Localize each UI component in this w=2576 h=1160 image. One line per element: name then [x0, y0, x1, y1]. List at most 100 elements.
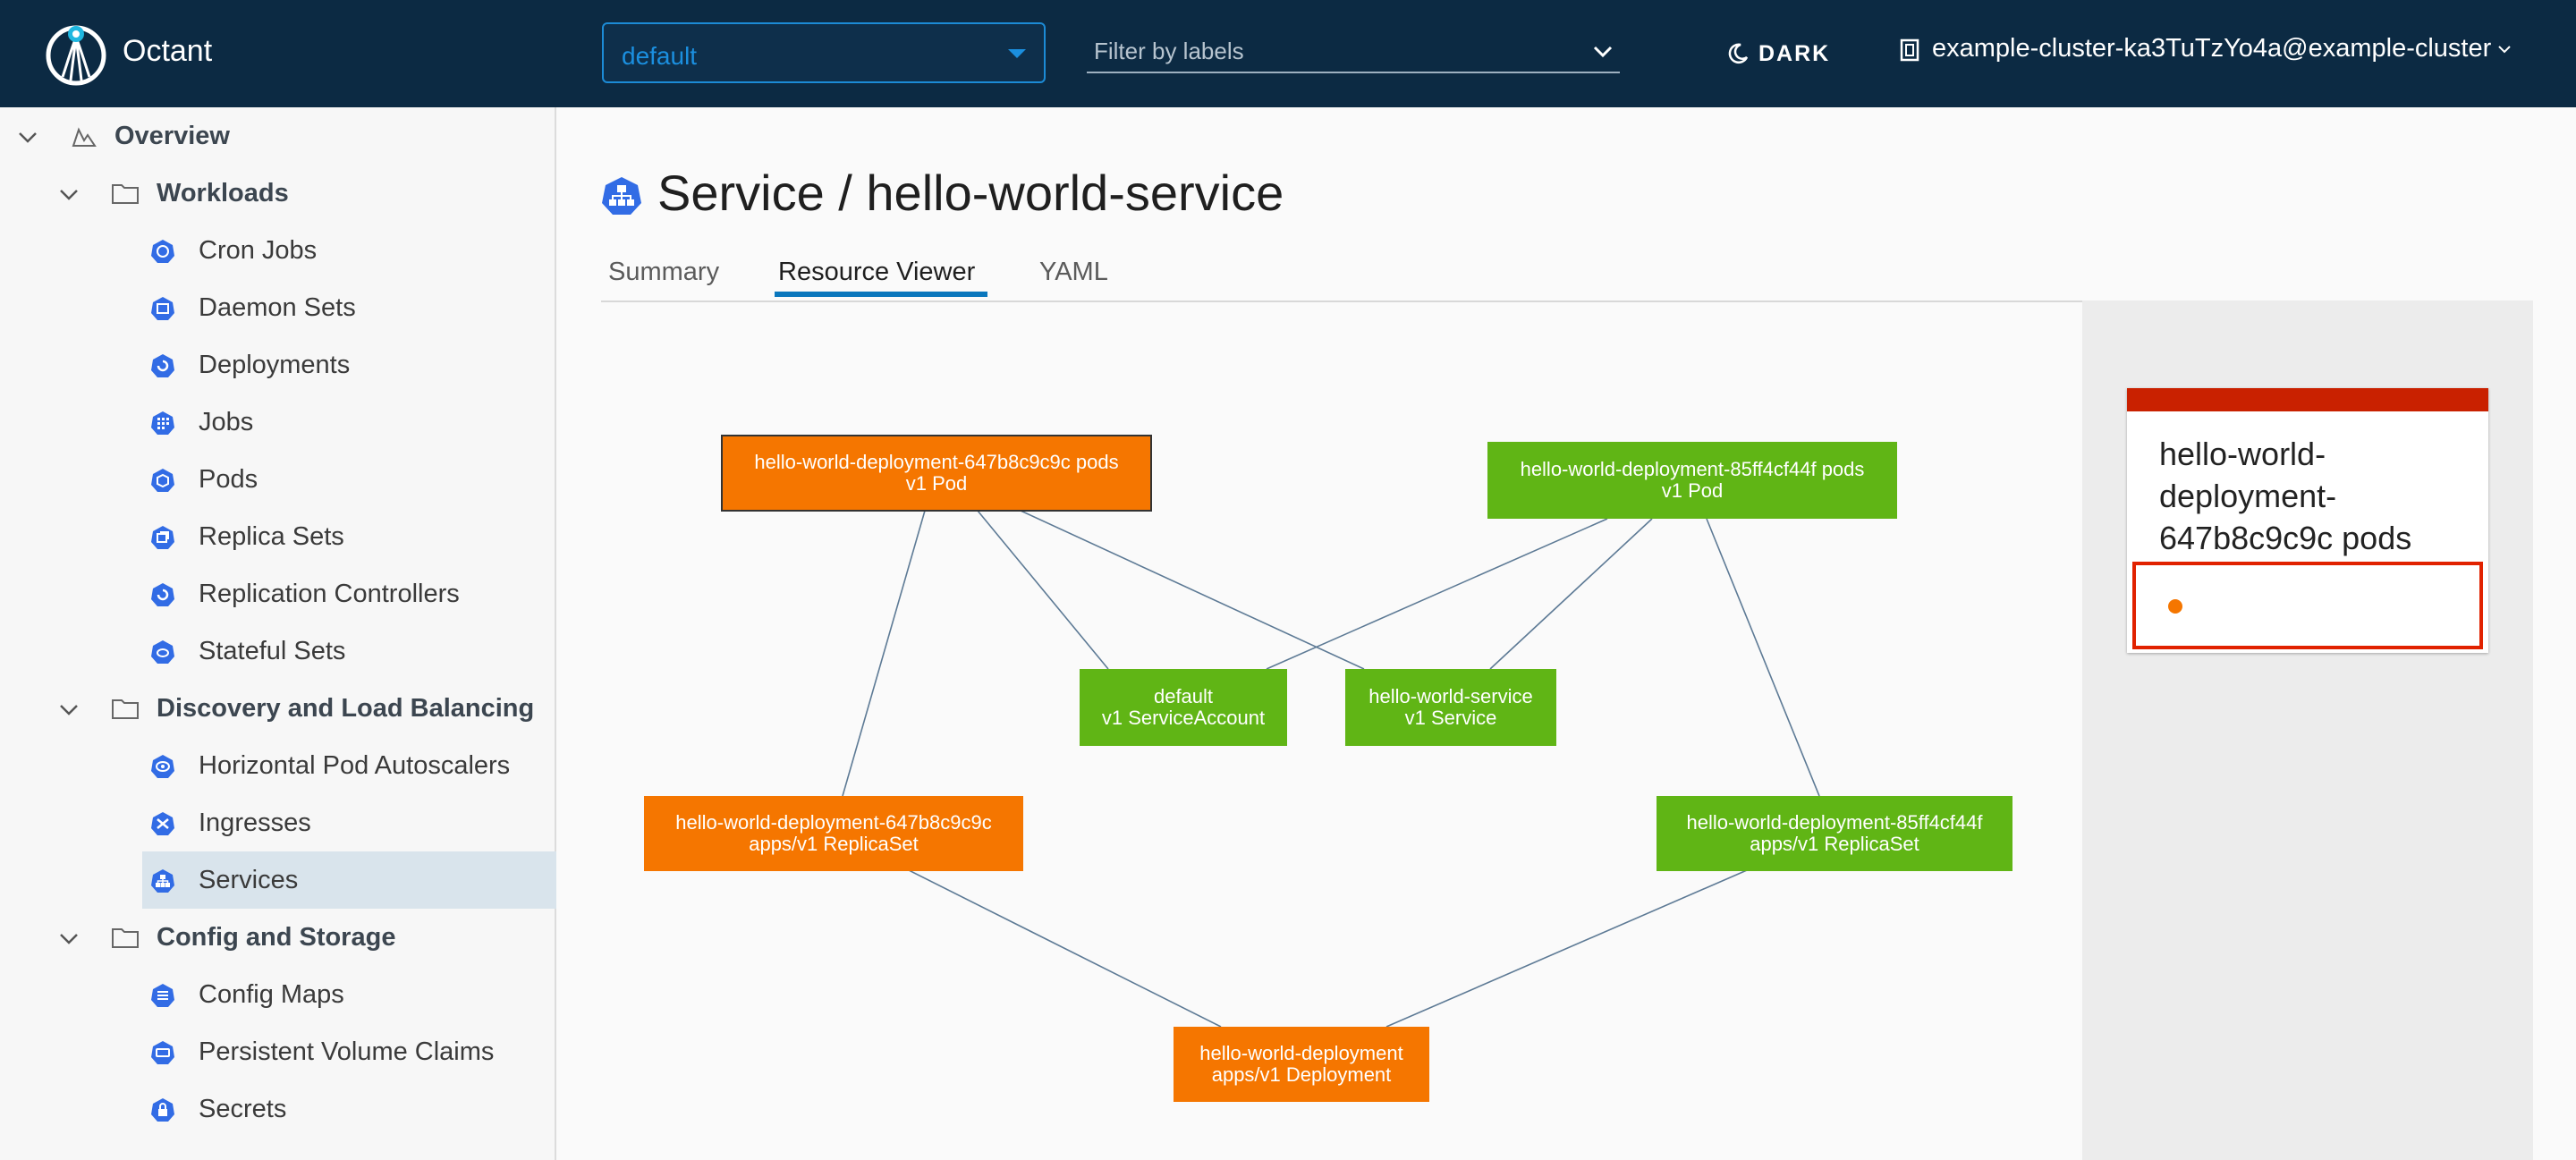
sidebar-item-label: Daemon Sets [199, 293, 356, 322]
deployment-icon [151, 354, 174, 377]
sidebar-item-label: Replica Sets [199, 522, 344, 551]
edge-pod2-sa [1266, 518, 1608, 670]
sidebar-group-config-storage[interactable]: Config and Storage [0, 909, 555, 966]
node-kind: v1 ServiceAccount [1101, 707, 1266, 729]
node-kind: apps/v1 Deployment [1211, 1063, 1392, 1086]
tab-resource-viewer[interactable]: Resource Viewer [778, 258, 976, 286]
daemonset-icon [151, 297, 174, 320]
chevron-down-icon[interactable] [1589, 38, 1616, 64]
node-kind: apps/v1 ReplicaSet [1750, 833, 1919, 855]
sidebar-item-pvc[interactable]: Persistent Volume Claims [0, 1023, 555, 1080]
label-filter-input[interactable]: Filter by labels [1087, 30, 1620, 73]
graph-edges [842, 510, 1820, 1028]
edge-rs1-dep [908, 869, 1222, 1028]
node-name: hello-world-deployment-647b8c9c9c [675, 811, 992, 834]
app-title: Octant [123, 34, 213, 68]
sidebar-item-services[interactable]: Services [142, 851, 556, 909]
tab-bar: Summary Resource Viewer YAML [601, 250, 2533, 302]
graph-node-replicaset-647b8c9c9c[interactable]: hello-world-deployment-647b8c9c9c apps/v… [644, 796, 1023, 871]
pod-status-list[interactable] [2132, 562, 2483, 649]
chevron-down-icon[interactable] [18, 127, 38, 147]
sidebar-item-stateful-sets[interactable]: Stateful Sets [0, 622, 555, 680]
graph-node-service[interactable]: hello-world-service v1 Service [1345, 669, 1556, 746]
node-name: default [1153, 685, 1214, 707]
sidebar-item-cron-jobs[interactable]: Cron Jobs [0, 222, 555, 279]
service-icon [151, 869, 174, 893]
edge-pod1-svc [1020, 510, 1365, 670]
pvc-icon [151, 1041, 174, 1064]
theme-toggle-button[interactable]: DARK [1726, 36, 1830, 72]
sidebar-group-label: Config and Storage [157, 923, 396, 952]
sidebar-item-pods[interactable]: Pods [0, 451, 555, 508]
sidebar-item-replication-controllers[interactable]: Replication Controllers [0, 565, 555, 622]
graph-node-replicaset-85ff4cf44f[interactable]: hello-world-deployment-85ff4cf44f apps/v… [1657, 796, 2012, 871]
sidebar-item-hpa[interactable]: Horizontal Pod Autoscalers [0, 737, 555, 794]
chevron-down-icon[interactable] [59, 184, 79, 204]
edge-pod2-rs2 [1706, 518, 1820, 797]
sidebar-item-label: Overview [114, 122, 230, 150]
resource-graph[interactable]: hello-world-deployment-647b8c9c9c pods v… [601, 301, 2082, 1160]
sidebar-item-overview[interactable]: Overview [0, 107, 555, 165]
selected-resource-name: hello-world-deployment-647b8c9c9c pods [2159, 436, 2412, 556]
theme-label: DARK [1758, 40, 1831, 66]
sidebar-item-label: Persistent Volume Claims [199, 1037, 495, 1066]
sidebar-item-label: Replication Controllers [199, 580, 460, 608]
node-name: hello-world-service [1368, 685, 1533, 707]
tab-summary[interactable]: Summary [608, 258, 720, 286]
selected-resource-card[interactable]: hello-world-deployment-647b8c9c9c pods [2127, 388, 2488, 653]
configmap-icon [151, 984, 174, 1007]
sidebar-item-label: Services [199, 866, 299, 894]
pod-icon [151, 469, 174, 492]
node-kind: v1 Pod [905, 472, 968, 495]
sidebar-item-label: Horizontal Pod Autoscalers [199, 751, 511, 780]
sidebar-item-daemon-sets[interactable]: Daemon Sets [0, 279, 555, 336]
sidebar-item-jobs[interactable]: Jobs [0, 394, 555, 451]
sidebar-group-label: Discovery and Load Balancing [157, 694, 535, 723]
sidebar-item-label: Cron Jobs [199, 236, 318, 265]
node-name: hello-world-deployment [1199, 1042, 1403, 1064]
graph-node-deployment[interactable]: hello-world-deployment apps/v1 Deploymen… [1174, 1027, 1429, 1102]
namespace-select[interactable]: default [602, 22, 1046, 83]
graph-node-serviceaccount[interactable]: default v1 ServiceAccount [1080, 669, 1287, 746]
card-status-bar [2127, 388, 2488, 411]
node-name: hello-world-deployment-647b8c9c9c pods [754, 451, 1119, 473]
cluster-selector[interactable]: example-cluster-ka3TuTzYo4a@example-clus… [1898, 34, 2512, 64]
moon-icon [1728, 43, 1749, 64]
sidebar-item-config-maps[interactable]: Config Maps [0, 966, 555, 1023]
node-kind: v1 Pod [1661, 479, 1724, 502]
folder-icon [112, 699, 139, 719]
sidebar-item-label: Config Maps [199, 980, 344, 1009]
hpa-icon [151, 755, 174, 778]
octant-logo-icon[interactable] [45, 21, 107, 86]
replicaset-icon [151, 526, 174, 549]
pod-status-dot[interactable] [2168, 599, 2182, 614]
cluster-icon [1900, 38, 1919, 61]
job-icon [151, 411, 174, 435]
node-kind: v1 Service [1404, 707, 1497, 729]
sidebar-group-workloads[interactable]: Workloads [0, 165, 555, 222]
edge-rs2-dep [1385, 869, 1748, 1028]
edge-pod2-svc [1489, 518, 1653, 670]
graph-node-pods-85ff4cf44f[interactable]: hello-world-deployment-85ff4cf44f pods v… [1487, 442, 1897, 519]
sidebar-item-secrets[interactable]: Secrets [0, 1080, 555, 1138]
chevron-down-icon[interactable] [59, 928, 79, 948]
service-icon [602, 177, 641, 215]
namespace-value: default [622, 42, 698, 70]
chevron-down-icon [2498, 45, 2511, 53]
sidebar-item-label: Jobs [199, 408, 254, 436]
sidebar-item-deployments[interactable]: Deployments [0, 336, 555, 394]
sidebar-item-ingresses[interactable]: Ingresses [0, 794, 555, 851]
top-bar: Octant default Filter by labels DARK exa… [0, 0, 2576, 107]
label-filter-placeholder: Filter by labels [1094, 38, 1244, 64]
edge-pod1-sa [977, 510, 1109, 670]
tab-yaml[interactable]: YAML [1039, 258, 1108, 286]
sidebar-item-replica-sets[interactable]: Replica Sets [0, 508, 555, 565]
cluster-label: example-cluster-ka3TuTzYo4a@example-clus… [1932, 34, 2492, 63]
sidebar-group-label: Workloads [157, 179, 289, 207]
sidebar-item-label: Deployments [199, 351, 351, 379]
sidebar-item-label: Secrets [199, 1095, 287, 1123]
graph-node-pods-647b8c9c9c[interactable]: hello-world-deployment-647b8c9c9c pods v… [721, 435, 1152, 512]
sidebar-group-discovery[interactable]: Discovery and Load Balancing [0, 680, 555, 737]
secret-icon [151, 1098, 174, 1122]
chevron-down-icon[interactable] [59, 699, 79, 719]
